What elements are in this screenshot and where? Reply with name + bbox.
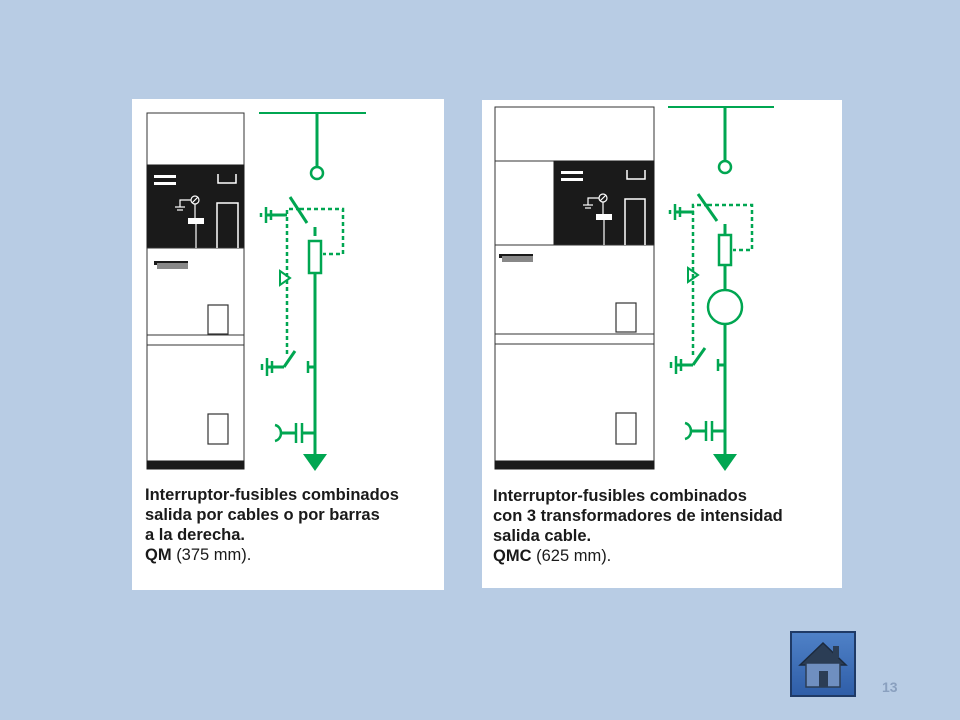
qm-diagram	[146, 112, 366, 471]
qm-cabinet-front-view	[146, 112, 245, 470]
home-button[interactable]	[790, 631, 856, 697]
unit-code: QMC	[493, 547, 532, 565]
slide-number: 13	[882, 679, 898, 695]
unit-dimension: (625 mm).	[536, 547, 612, 565]
caption-line: salida por cables o por barras	[145, 506, 380, 524]
qmc-diagram	[494, 106, 774, 471]
caption-line: Interruptor-fusibles combinados	[145, 486, 399, 504]
caption-line: Interruptor-fusibles combinados	[493, 487, 747, 505]
qm-single-line-schematic	[259, 112, 366, 471]
caption-line: con 3 transformadores de intensidad	[493, 507, 783, 525]
qmc-single-line-schematic	[668, 106, 774, 471]
qmc-caption: Interruptor-fusibles combinados con 3 tr…	[493, 486, 783, 566]
panel-qm: Interruptor-fusibles combinados salida p…	[132, 99, 444, 590]
unit-code: QM	[145, 546, 172, 564]
qm-caption: Interruptor-fusibles combinados salida p…	[145, 485, 399, 565]
qmc-cabinet-front-view	[494, 106, 655, 470]
caption-line: salida cable.	[493, 527, 592, 545]
caption-line: a la derecha.	[145, 526, 245, 544]
panel-qmc: Interruptor-fusibles combinados con 3 tr…	[482, 100, 842, 588]
unit-dimension: (375 mm).	[176, 546, 252, 564]
home-icon	[798, 641, 848, 688]
